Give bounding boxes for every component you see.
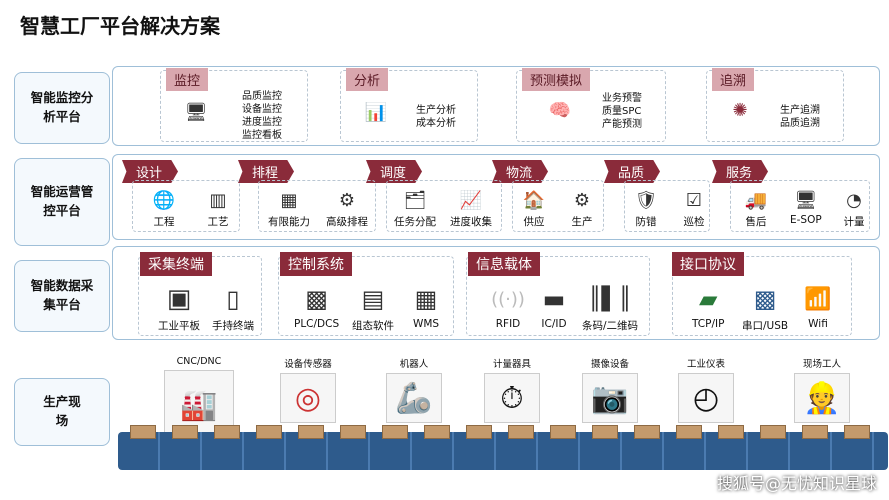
network-card-icon: ▰TCP/IP <box>692 282 724 330</box>
card-icon: ▬IC/ID <box>540 282 568 330</box>
serial-port-icon: ▩串口/USB <box>742 282 788 333</box>
meter-equipment: 计量器具⏱ <box>484 356 540 423</box>
side-label-ops: 智能运营管控平台 <box>14 158 110 246</box>
tag-monitor: 监控 <box>166 68 208 91</box>
binder-icon: ▥工艺 <box>204 188 232 229</box>
progress-chart-icon: 📈进度收集 <box>450 188 492 229</box>
warehouse-icon: 🏠供应 <box>520 188 548 229</box>
capacity-icon: ▦有限能力 <box>268 188 310 229</box>
tag-forecast: 预测模拟 <box>522 68 590 91</box>
trace-list: 生产追溯品质追溯 <box>780 104 820 130</box>
monitor-screen-icon: 🖥 <box>182 100 210 126</box>
sensor-equipment: 设备传感器◎ <box>280 356 336 423</box>
plc-chip-icon: ▩PLC/DCS <box>294 282 339 330</box>
task-assign-icon: 🗂任务分配 <box>394 188 436 229</box>
tablet-icon: ▣工业平板 <box>158 282 200 333</box>
shield-icon: 🛡防错 <box>632 188 660 229</box>
side-label-floor: 生产现场 <box>14 378 110 446</box>
truck-icon: 🚚售后 <box>742 188 770 229</box>
rfid-icon: ((·))RFID <box>494 282 522 330</box>
brain-icon: 🧠 <box>546 98 574 124</box>
page-title: 智慧工厂平台解决方案 <box>20 10 220 39</box>
analysis-list: 生产分析成本分析 <box>416 104 456 130</box>
barcode-icon: ║▌║条码/二维码 <box>582 282 638 333</box>
wms-icon: ▦WMS <box>406 282 446 330</box>
gauge-icon: ◔计量 <box>840 188 868 229</box>
workers-equipment: 现场工人👷 <box>794 356 850 423</box>
network-icon: ✺ <box>726 98 754 124</box>
config-software-icon: ▤组态软件 <box>352 282 394 333</box>
gears-icon: ⚙生产 <box>568 188 596 229</box>
tag-trace: 追溯 <box>712 68 754 91</box>
side-label-monitor: 智能监控分析平台 <box>14 72 110 144</box>
monitor-list: 品质监控设备监控进度监控监控看板 <box>242 90 282 142</box>
advanced-schedule-icon: ⚙高级排程 <box>326 188 368 229</box>
tag-terminal: 采集终端 <box>140 252 212 276</box>
tag-carrier: 信息载体 <box>468 252 540 276</box>
instrument-equipment: 工业仪表◴ <box>678 356 734 423</box>
handheld-icon: ▯手持终端 <box>212 282 254 333</box>
camera-equipment: 摄像设备📷 <box>582 356 638 423</box>
wifi-icon: 📶Wifi <box>804 282 832 330</box>
esop-icon: 🖥E-SOP <box>790 188 822 226</box>
robot-equipment: 机器人🦾 <box>386 356 442 423</box>
tag-control-system: 控制系统 <box>280 252 352 276</box>
globe-icon: 🌐工程 <box>150 188 178 229</box>
checklist-icon: ☑巡检 <box>680 188 708 229</box>
watermark: 搜狐号@无忧知识星球 <box>717 470 877 494</box>
analysis-board-icon: 📊 <box>362 100 390 126</box>
tag-analysis: 分析 <box>346 68 388 91</box>
tag-protocol: 接口协议 <box>672 252 744 276</box>
side-label-collect: 智能数据采集平台 <box>14 260 110 332</box>
